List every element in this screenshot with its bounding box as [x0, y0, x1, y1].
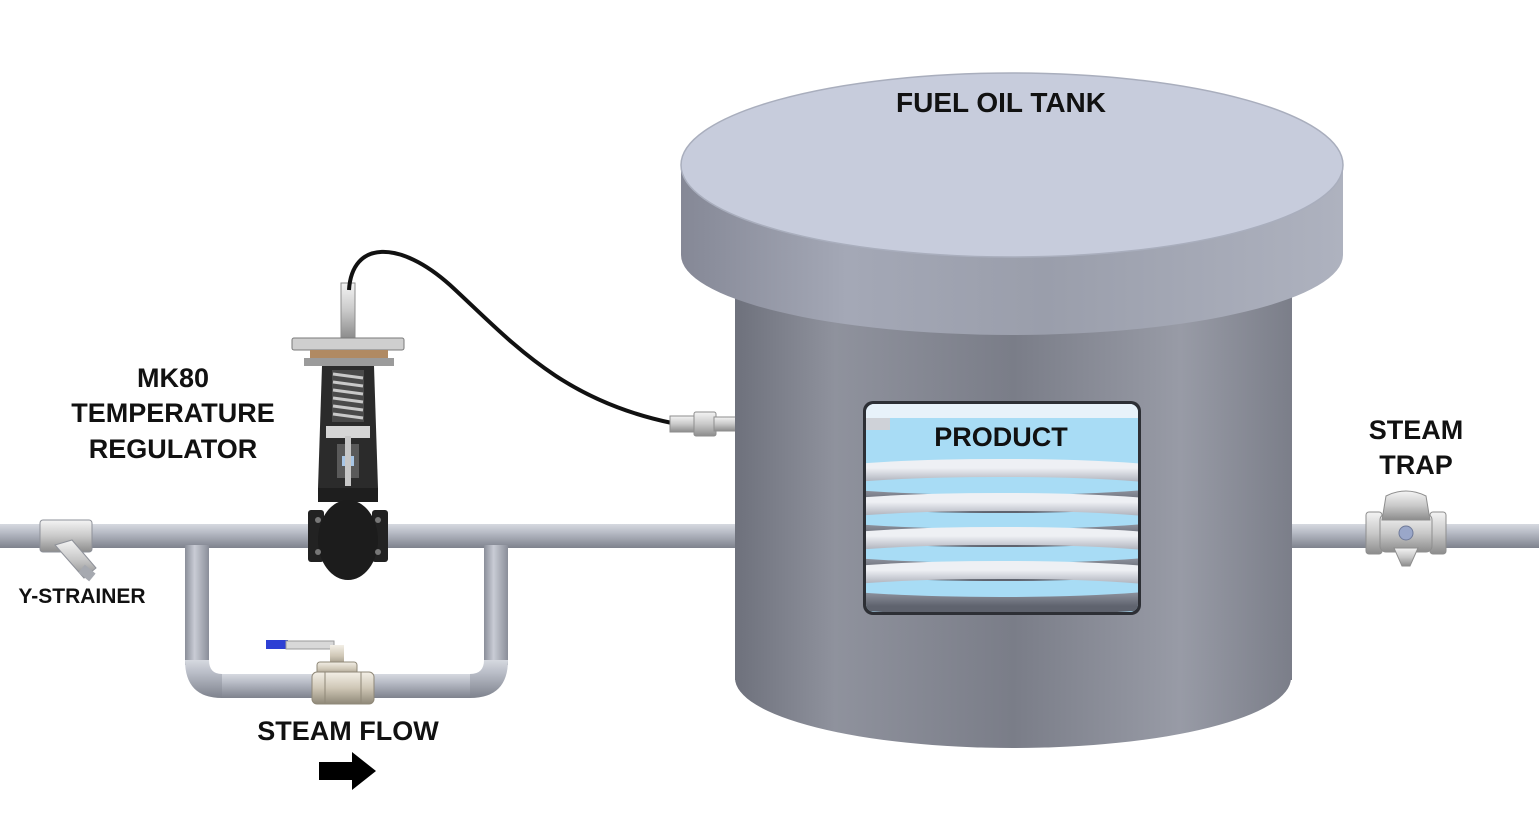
- y-strainer-label: Y-STRAINER: [18, 585, 145, 608]
- y-strainer-icon: [39, 519, 97, 582]
- steam-flow-label: STEAM FLOW: [257, 716, 439, 746]
- product-label: PRODUCT: [934, 422, 1068, 452]
- temperature-regulator-icon: [291, 282, 405, 580]
- heating-coil: [866, 459, 1138, 612]
- tank-lid: [680, 72, 1344, 258]
- tank-label: FUEL OIL TANK: [896, 87, 1106, 118]
- steam-trap-icon: [1365, 490, 1447, 567]
- ball-valve-icon: [266, 640, 375, 705]
- capillary-tube: [347, 249, 673, 425]
- regulator-label-line2: TEMPERATURE: [71, 398, 275, 428]
- product-window: [863, 401, 1141, 615]
- steam-trap-label-line2: TRAP: [1379, 450, 1453, 480]
- steam-trap-label-line1: STEAM: [1369, 415, 1464, 445]
- regulator-label-line1: MK80: [137, 363, 209, 393]
- sensor-bulb-icon: [669, 411, 737, 437]
- right-arrow-icon: [319, 752, 376, 790]
- regulator-label-line3: REGULATOR: [89, 434, 258, 464]
